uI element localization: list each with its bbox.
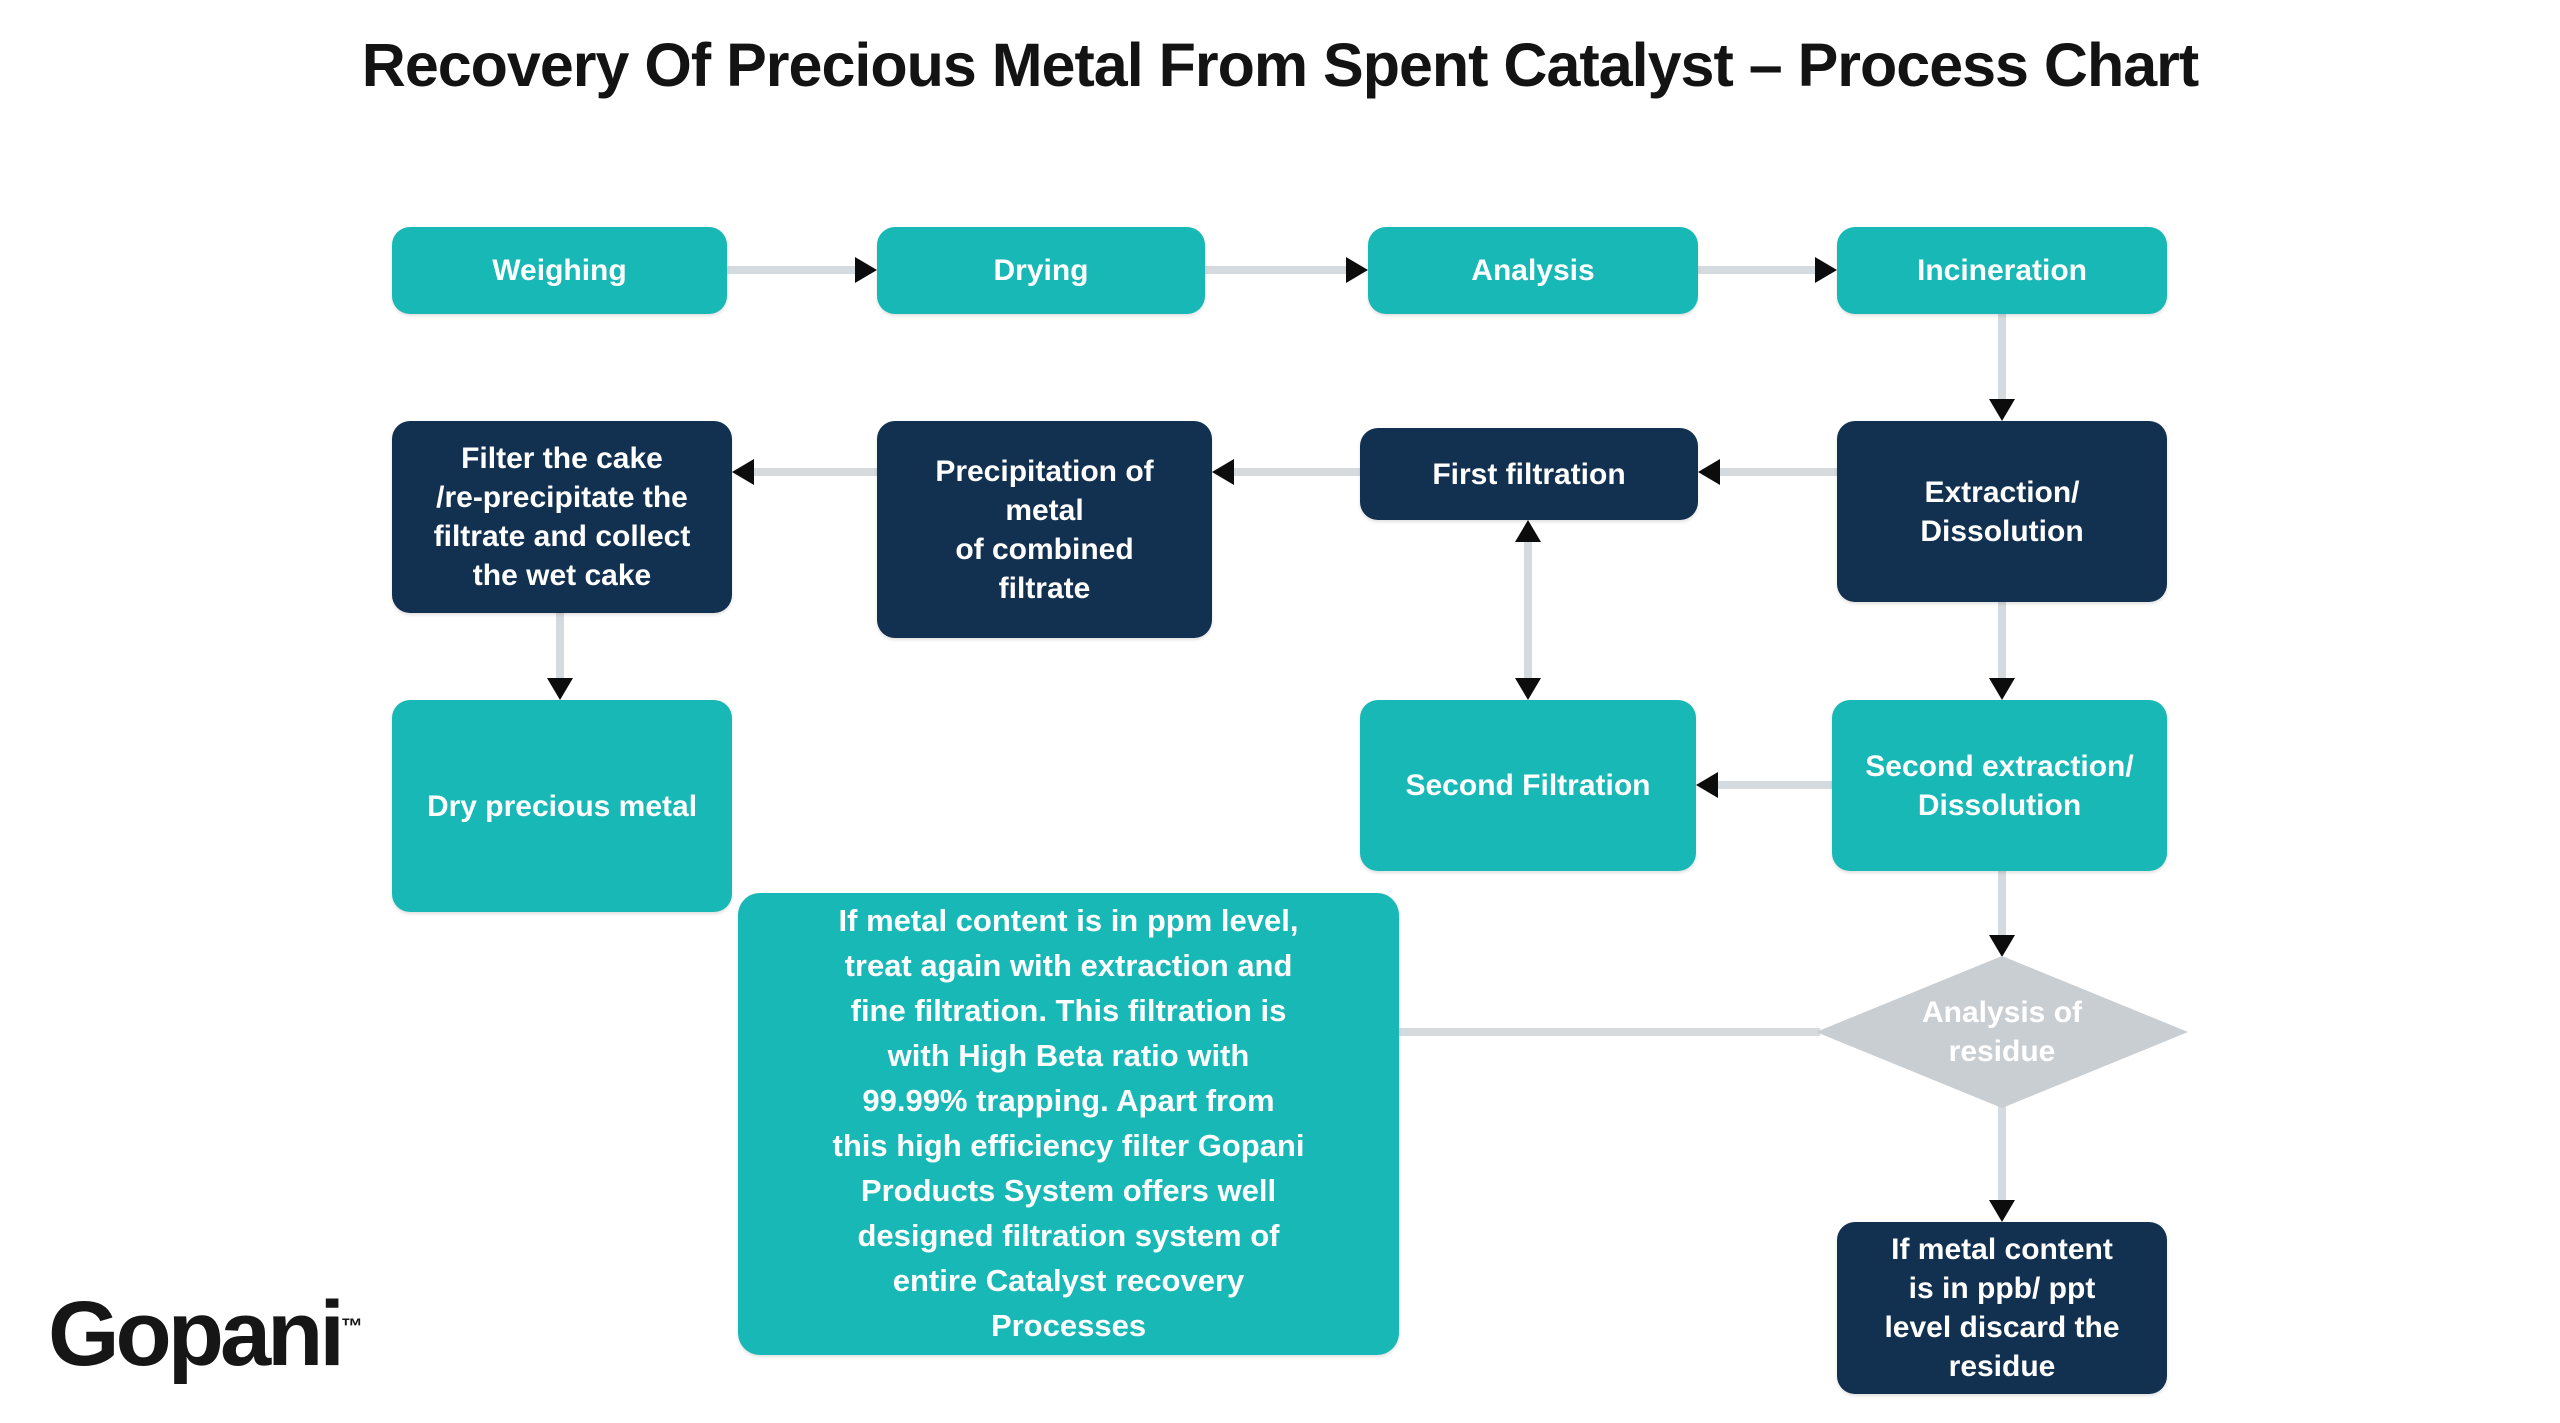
node-discard-residue-label: If metal content is in ppb/ ppt level di… — [1884, 1233, 2120, 1383]
arrowhead-filtercake-drymetal — [547, 678, 573, 700]
connector-extraction-secondextraction — [1998, 601, 2006, 678]
node-discard-residue: If metal content is in ppb/ ppt level di… — [1837, 1222, 2167, 1394]
node-precipitation-label: Precipitation of metal of combined filtr… — [935, 454, 1154, 605]
arrowhead-firstfiltration-precipitation — [1212, 459, 1234, 485]
arrowhead-firstfiltration-secondfiltration — [1515, 678, 1541, 700]
node-first-filtration-label: First filtration — [1432, 457, 1626, 491]
arrowhead-weighing-drying — [855, 257, 877, 283]
node-note-ppm-label: If metal content is in ppm level, treat … — [832, 903, 1305, 1343]
arrowhead-precipitation-filtercake — [732, 459, 754, 485]
node-first-filtration: First filtration — [1360, 428, 1698, 520]
node-note-ppm: If metal content is in ppm level, treat … — [738, 893, 1399, 1355]
node-weighing-label: Weighing — [492, 254, 627, 287]
node-dry-precious-metal: Dry precious metal — [392, 700, 732, 912]
node-weighing: Weighing — [392, 227, 727, 314]
node-analysis-label: Analysis — [1471, 254, 1595, 287]
page-title: Recovery Of Precious Metal From Spent Ca… — [361, 31, 2199, 99]
connector-secondextraction-diamond — [1998, 870, 2006, 935]
connector-incineration-extraction — [1998, 314, 2006, 399]
arrowhead-extraction-firstfiltration — [1698, 459, 1720, 485]
connector-drying-analysis — [1205, 266, 1348, 274]
arrowhead-secondextraction-secondfiltration — [1696, 772, 1718, 798]
node-dry-precious-metal-label: Dry precious metal — [426, 789, 698, 823]
connector-precipitation-filtercake — [754, 468, 877, 476]
node-incineration: Incineration — [1837, 227, 2167, 314]
node-second-extraction-label: Second extraction/ Dissolution — [1865, 749, 2134, 822]
connector-diamond-note — [1385, 1028, 1820, 1036]
trademark-symbol: ™ — [340, 1313, 363, 1339]
connector-firstfiltration-secondfiltration — [1524, 542, 1532, 678]
node-analysis-of-residue-label: Analysis of residue — [1921, 996, 2083, 1068]
node-drying-label: Drying — [993, 254, 1089, 287]
connector-weighing-drying — [727, 266, 857, 274]
arrowhead-secondfiltration-firstfiltration — [1515, 520, 1541, 542]
arrowhead-analysis-incineration — [1815, 257, 1837, 283]
gopani-logo-text: Gopani — [48, 1283, 345, 1385]
node-filter-cake-label: Filter the cake /re-precipitate the filt… — [433, 442, 691, 592]
node-filter-cake: Filter the cake /re-precipitate the filt… — [392, 421, 732, 613]
gopani-logo: Gopani™ — [48, 1282, 363, 1387]
node-extraction-dissolution-label: Extraction/ Dissolution — [1920, 475, 2084, 548]
connector-diamond-discard — [1998, 1106, 2006, 1200]
connector-secondextraction-secondfiltration — [1718, 781, 1832, 789]
arrowhead-extraction-secondextraction — [1989, 678, 2015, 700]
arrowhead-diamond-discard — [1989, 1200, 2015, 1222]
connector-filtercake-drymetal — [556, 613, 564, 678]
node-second-extraction: Second extraction/ Dissolution — [1832, 700, 2167, 871]
node-drying: Drying — [877, 227, 1205, 314]
node-analysis-of-residue: Analysis of residue — [1816, 956, 2188, 1108]
node-incineration-label: Incineration — [1916, 254, 2088, 287]
arrowhead-drying-analysis — [1346, 257, 1368, 283]
arrowhead-secondextraction-diamond — [1989, 935, 2015, 957]
node-second-filtration-label: Second Filtration — [1405, 769, 1651, 802]
connector-analysis-incineration — [1698, 266, 1817, 274]
node-analysis: Analysis — [1368, 227, 1698, 314]
node-extraction-dissolution: Extraction/ Dissolution — [1837, 421, 2167, 602]
arrowhead-incineration-extraction — [1989, 399, 2015, 421]
connector-extraction-firstfiltration — [1720, 468, 1837, 476]
node-second-filtration: Second Filtration — [1360, 700, 1696, 871]
node-precipitation: Precipitation of metal of combined filtr… — [877, 421, 1212, 638]
connector-firstfiltration-precipitation — [1234, 468, 1360, 476]
